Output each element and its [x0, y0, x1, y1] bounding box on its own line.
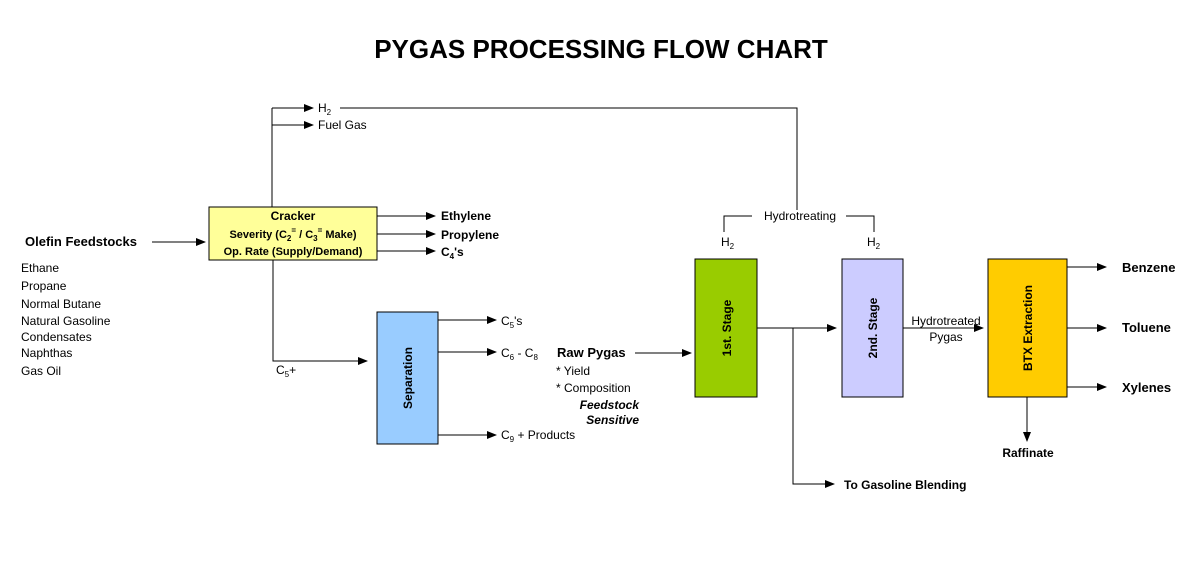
hydrotreated-label-2: Pygas	[929, 330, 962, 344]
cracker-op-rate: Op. Rate (Supply/Demand)	[224, 246, 363, 258]
stage1-box	[694, 258, 758, 398]
hydrotreating-label: Hydrotreating	[764, 209, 836, 223]
stage2-box	[841, 258, 904, 398]
h2-supply-line	[340, 107, 798, 210]
feed-item: Ethane	[21, 261, 59, 275]
c5s-label: C5's	[501, 314, 522, 330]
raffinate-label: Raffinate	[1002, 446, 1054, 460]
toluene-label: Toluene	[1122, 320, 1171, 335]
btx-box	[987, 258, 1068, 398]
gasoline-blending-line	[792, 328, 835, 488]
feed-item: Normal Butane	[21, 297, 101, 311]
feed-item: Naphthas	[21, 346, 72, 360]
page-title: PYGAS PROCESSING FLOW CHART	[374, 34, 828, 64]
raw-pygas-composition: * Composition	[556, 381, 631, 395]
c9-label: C9 + Products	[501, 428, 575, 444]
stage1-label: 1st. Stage	[720, 299, 734, 356]
feed-label: Olefin Feedstocks	[25, 234, 137, 249]
hydrotreating-bracket-right	[846, 215, 875, 232]
fuel-gas-label: Fuel Gas	[318, 118, 367, 132]
raw-pygas-note1: Feedstock	[580, 398, 641, 412]
cracker-severity: Severity (C2= / C3= Make)	[229, 226, 356, 243]
hydrotreated-label-1: Hydrotreated	[911, 314, 980, 328]
separation-label: Separation	[401, 347, 415, 409]
cracker-title: Cracker	[271, 209, 316, 223]
stage2-label: 2nd. Stage	[866, 297, 880, 358]
stage2-h2-label: H2	[867, 235, 881, 251]
btx-label: BTX Extraction	[1021, 285, 1035, 371]
c5plus-label: C5+	[276, 363, 296, 379]
xylenes-label: Xylenes	[1122, 380, 1171, 395]
cracker-box	[208, 206, 378, 261]
raw-pygas-yield: * Yield	[556, 364, 590, 378]
ethylene-label: Ethylene	[441, 209, 491, 223]
feed-item: Gas Oil	[21, 364, 61, 378]
c4-label: C4's	[441, 245, 464, 261]
feed-item: Natural Gasoline	[21, 314, 111, 328]
c5plus-line	[272, 260, 368, 365]
h2-label: H2	[318, 101, 332, 117]
raw-pygas-label: Raw Pygas	[557, 345, 626, 360]
gasoline-blending-label: To Gasoline Blending	[844, 478, 966, 492]
feed-item: Condensates	[21, 330, 92, 344]
c6c8-label: C6 - C8	[501, 346, 538, 362]
benzene-label: Benzene	[1122, 260, 1175, 275]
raw-pygas-note2: Sensitive	[586, 413, 639, 427]
separation-box	[376, 311, 439, 445]
propylene-label: Propylene	[441, 228, 499, 242]
stage1-h2-label: H2	[721, 235, 735, 251]
hydrotreating-bracket-left	[723, 215, 752, 232]
feed-item: Propane	[21, 279, 67, 293]
